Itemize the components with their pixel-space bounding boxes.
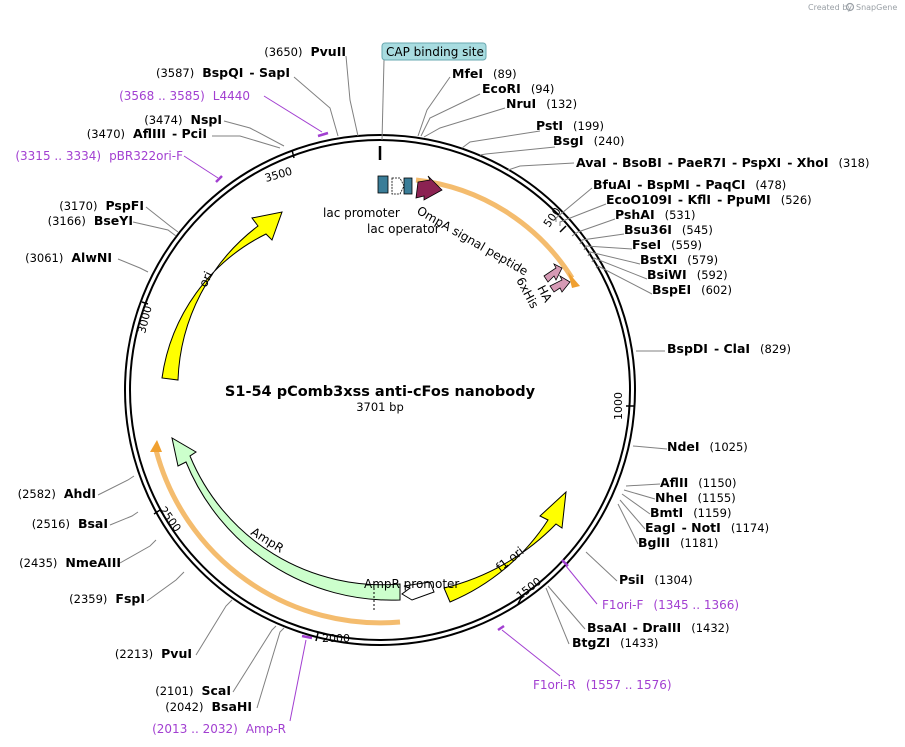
plasmid-length: 3701 bp xyxy=(356,400,404,414)
ori-arrow xyxy=(161,211,283,381)
ampr-orange-arc xyxy=(153,449,401,626)
his-arrow xyxy=(543,263,563,283)
ampr-promoter-arrow xyxy=(401,581,435,601)
site-ecori: EcoRI(94) xyxy=(482,81,554,96)
lac-operator-label: lac operator xyxy=(367,222,440,236)
cap-leader xyxy=(381,59,385,141)
site-bfuai: BfuAI- BspMI- PaqCI(478) xyxy=(593,177,786,192)
site-eagi: EagI- NotI(1174) xyxy=(645,520,769,535)
ompa-arrow xyxy=(415,175,443,201)
leaders-right xyxy=(417,76,668,645)
site-aflii: AflII(1150) xyxy=(660,475,737,490)
plasmid-title: S1-54 pComb3xss anti-cFos nanobody xyxy=(225,384,536,400)
ampr-promoter-label: AmpR promoter xyxy=(364,577,459,591)
site-bstxi: BstXI(579) xyxy=(640,252,718,267)
site-nrui: NruI(132) xyxy=(506,96,577,111)
site-bspdi: BspDI- ClaI(829) xyxy=(667,341,791,356)
backbone xyxy=(124,134,636,646)
site-fsei: FseI(559) xyxy=(632,237,702,252)
lac-operator-arrow xyxy=(391,177,405,195)
position-ticks xyxy=(141,149,634,642)
ompa-orange-arc xyxy=(415,177,575,280)
brand-text: SnapGene xyxy=(856,3,897,12)
primer-l4440: (3568 .. 3585)L4440 xyxy=(119,89,250,103)
ampr-orange-arrowhead xyxy=(150,440,162,452)
site-ahdi: (2582)AhdI xyxy=(18,486,96,501)
primer-leaders xyxy=(183,95,598,722)
site-psii: PsiI(1304) xyxy=(619,572,693,587)
credit-text: Created by xyxy=(808,3,852,12)
site-alwni: (3061)AlwNI xyxy=(25,250,112,265)
site-nspi: (3474)NspI xyxy=(144,112,222,127)
site-avai: AvaI- BsoBI- PaeR7I- PspXI- XhoI(318) xyxy=(576,155,869,170)
site-psti: PstI(199) xyxy=(536,118,604,133)
site-bsai: (2516)BsaI xyxy=(32,516,108,531)
site-bsaai: BsaAI- DraIII(1432) xyxy=(587,620,729,635)
ori-label: ori xyxy=(196,269,215,289)
site-pvui: (2213)PvuI xyxy=(115,646,192,661)
site-scai: (2101)ScaI xyxy=(155,683,231,698)
site-afliii: (3470)AflIII- PciI xyxy=(87,126,207,141)
lac-box-2 xyxy=(403,177,413,195)
primer-markers xyxy=(215,131,569,640)
site-pvuii-top: (3650)PvuII xyxy=(264,44,346,59)
lac-promoter-box xyxy=(377,175,389,194)
site-nmeaiii: (2435)NmeAIII xyxy=(19,555,121,570)
ha-arrow xyxy=(549,274,571,293)
f1ori-label: f1 ori xyxy=(493,544,526,574)
site-bmti: BmtI(1159) xyxy=(650,505,731,520)
site-bsgi: BsgI(240) xyxy=(553,133,625,148)
leaders-left xyxy=(97,55,359,709)
ompa-orange-arrowhead xyxy=(568,272,580,288)
snapgene-logo-icon xyxy=(845,2,855,12)
site-bseyi: (3166)BseYI xyxy=(48,213,133,228)
tick-1000: 1000 xyxy=(612,392,625,420)
site-pshai: PshAI(531) xyxy=(615,207,696,222)
site-mfei: MfeI(89) xyxy=(452,66,517,81)
site-nhei: NheI(1155) xyxy=(655,490,736,505)
site-bspei: BspEI(602) xyxy=(652,282,732,297)
f1-ori-arrow xyxy=(443,490,567,603)
site-eco0109i: EcoO109I- KflI- PpuMI(526) xyxy=(606,192,812,207)
primer-ampr: (2013 .. 2032)Amp-R xyxy=(152,722,286,736)
site-bsahi: (2042)BsaHI xyxy=(165,699,252,714)
ampr-arrow xyxy=(171,436,401,601)
site-bsiwi: BsiWI(592) xyxy=(647,267,728,282)
cap-label-box xyxy=(381,42,487,61)
site-bglii: BglII(1181) xyxy=(638,535,718,550)
lac-promoter-label: lac promoter xyxy=(323,206,400,220)
site-ndei: NdeI(1025) xyxy=(667,439,748,454)
site-bspqi: (3587)BspQI- SapI xyxy=(156,65,290,80)
cap-label: CAP binding site xyxy=(386,45,484,59)
primer-f1orif: F1ori-F(1345 .. 1366) xyxy=(602,598,739,612)
tick-2000: 2000 xyxy=(322,632,350,645)
primer-pbr322: (3315 .. 3334)pBR322ori-F xyxy=(15,149,183,163)
site-pspfi: (3170)PspFI xyxy=(59,198,144,213)
primer-f1orir: F1ori-R(1557 .. 1576) xyxy=(533,678,672,692)
site-btgzi: BtgZI(1433) xyxy=(572,635,658,650)
site-bsu36i: Bsu36I(545) xyxy=(624,222,713,237)
site-fspi: (2359)FspI xyxy=(69,591,145,606)
